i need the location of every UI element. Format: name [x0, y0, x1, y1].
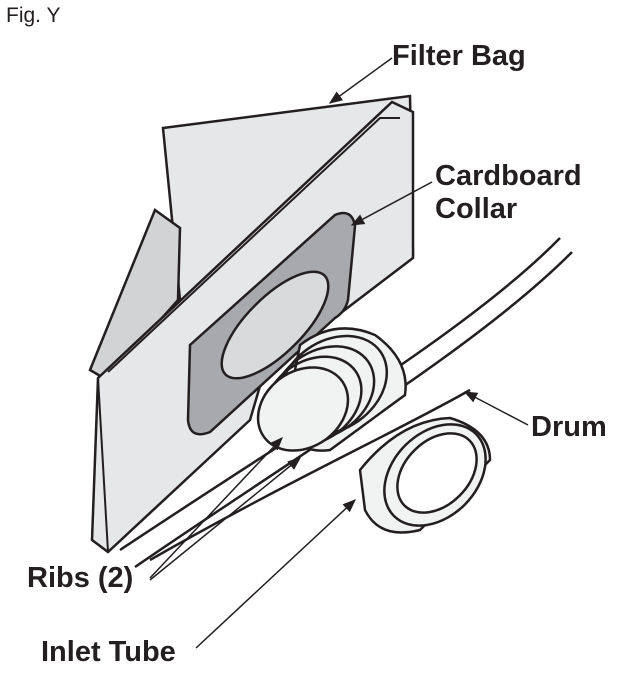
leader-inlet-tube: [195, 499, 356, 649]
callout-inlet-tube: Inlet Tube: [41, 636, 176, 668]
callout-cardboard-collar: Cardboard Collar: [435, 160, 582, 226]
leader-cardboard-collar: [350, 181, 433, 226]
cardboard-collar: [186, 211, 357, 436]
cardboard-collar-opening: [220, 270, 330, 380]
leader-filter-bag: [328, 57, 393, 104]
leader-rib-1: [149, 437, 283, 579]
callout-filter-bag: Filter Bag: [392, 40, 526, 72]
leader-drum: [463, 391, 529, 426]
callout-cardboard-collar-line1: Cardboard: [435, 160, 582, 192]
callout-cardboard-collar-line2: Collar: [435, 193, 518, 225]
filter-bag-inner-edge: [107, 117, 400, 373]
figure-label: Fig. Y: [6, 4, 61, 27]
inlet-tube: [256, 327, 407, 452]
inlet-tube-rear: [358, 416, 492, 534]
callout-ribs: Ribs (2): [27, 562, 134, 594]
callout-drum: Drum: [531, 411, 607, 443]
drum-band-front: [149, 388, 471, 562]
inlet-tube-rib-4: [256, 366, 350, 452]
inlet-tube-rear-rim-inner: [396, 432, 478, 514]
leader-lines: [149, 57, 529, 649]
leader-rib-2: [149, 457, 302, 581]
filter-bag-fold-line: [97, 377, 109, 553]
